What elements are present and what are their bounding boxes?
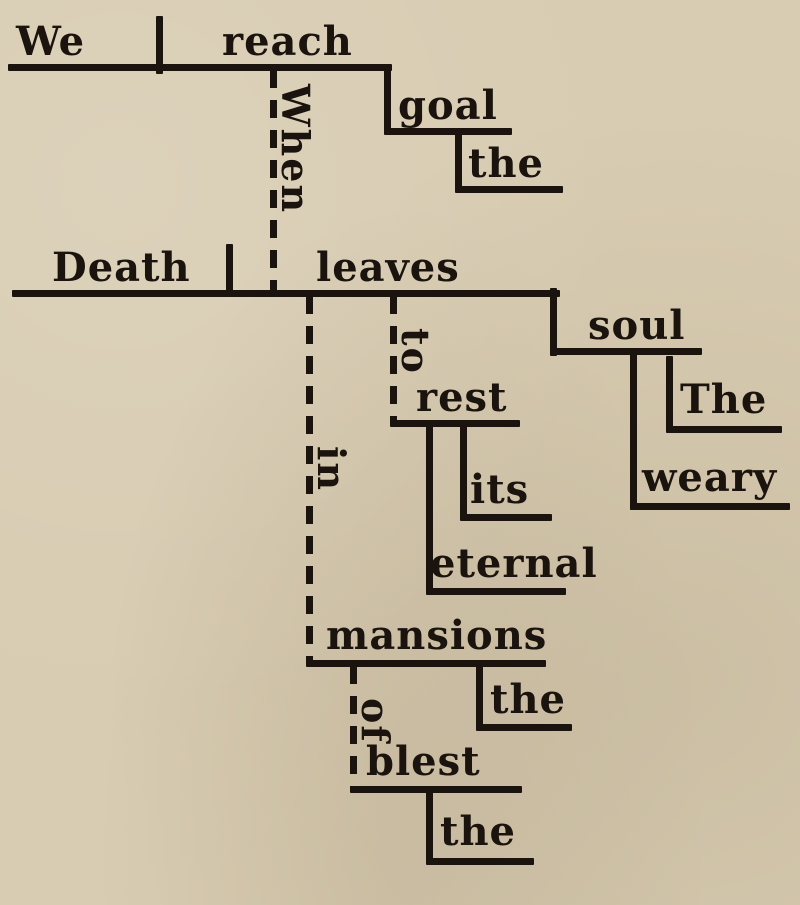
word-to: to	[392, 328, 438, 375]
soul-step-vertical	[550, 288, 557, 356]
word-blest: blest	[366, 738, 481, 785]
word-death: Death	[52, 244, 191, 291]
the-blest-step-vertical	[426, 790, 433, 862]
the-soul-step-vertical	[666, 356, 673, 430]
word-the-soul: The	[680, 376, 768, 423]
word-reach: reach	[222, 18, 353, 65]
rest-line	[390, 420, 520, 427]
word-the-blest: the	[440, 808, 517, 855]
when-connector-dashed-line	[270, 70, 277, 294]
word-goal: goal	[398, 82, 498, 129]
subject-verb-divider-main	[156, 16, 163, 74]
the-soul-line	[666, 426, 782, 433]
word-leaves: leaves	[316, 244, 460, 291]
word-when: When	[272, 84, 318, 215]
word-of: of	[352, 698, 398, 744]
subject-verb-divider-sub	[226, 244, 233, 296]
to-prep-dashed-line	[390, 296, 397, 424]
baseline-sub-clause	[12, 290, 560, 297]
of-prep-dashed-line	[350, 666, 357, 790]
soul-modifier-spine	[630, 354, 637, 510]
mansions-line	[306, 660, 546, 667]
the-blest-line	[426, 858, 534, 865]
word-the-mansions: the	[490, 676, 567, 723]
word-we: We	[16, 18, 86, 65]
weary-line	[630, 503, 790, 510]
eternal-line	[426, 588, 566, 595]
word-its: its	[470, 466, 530, 513]
word-weary: weary	[642, 454, 778, 501]
rest-modifier-spine	[426, 424, 433, 592]
the-mansions-line	[476, 724, 572, 731]
soul-line	[550, 348, 702, 355]
its-step-vertical	[460, 424, 467, 518]
the-goal-step-vertical	[455, 130, 462, 192]
goal-step-vertical	[384, 64, 391, 134]
baseline-main-clause	[8, 64, 392, 71]
word-the-goal: the	[468, 140, 545, 187]
in-prep-dashed-line	[306, 296, 313, 664]
goal-line	[384, 128, 512, 135]
its-line	[460, 514, 552, 521]
word-in: in	[308, 446, 354, 493]
word-eternal: eternal	[430, 540, 598, 587]
the-mansions-step-vertical	[476, 664, 483, 728]
word-rest: rest	[416, 374, 508, 421]
word-mansions: mansions	[326, 612, 548, 659]
word-soul: soul	[588, 302, 686, 349]
the-goal-line	[455, 186, 563, 193]
blest-line	[350, 786, 522, 793]
